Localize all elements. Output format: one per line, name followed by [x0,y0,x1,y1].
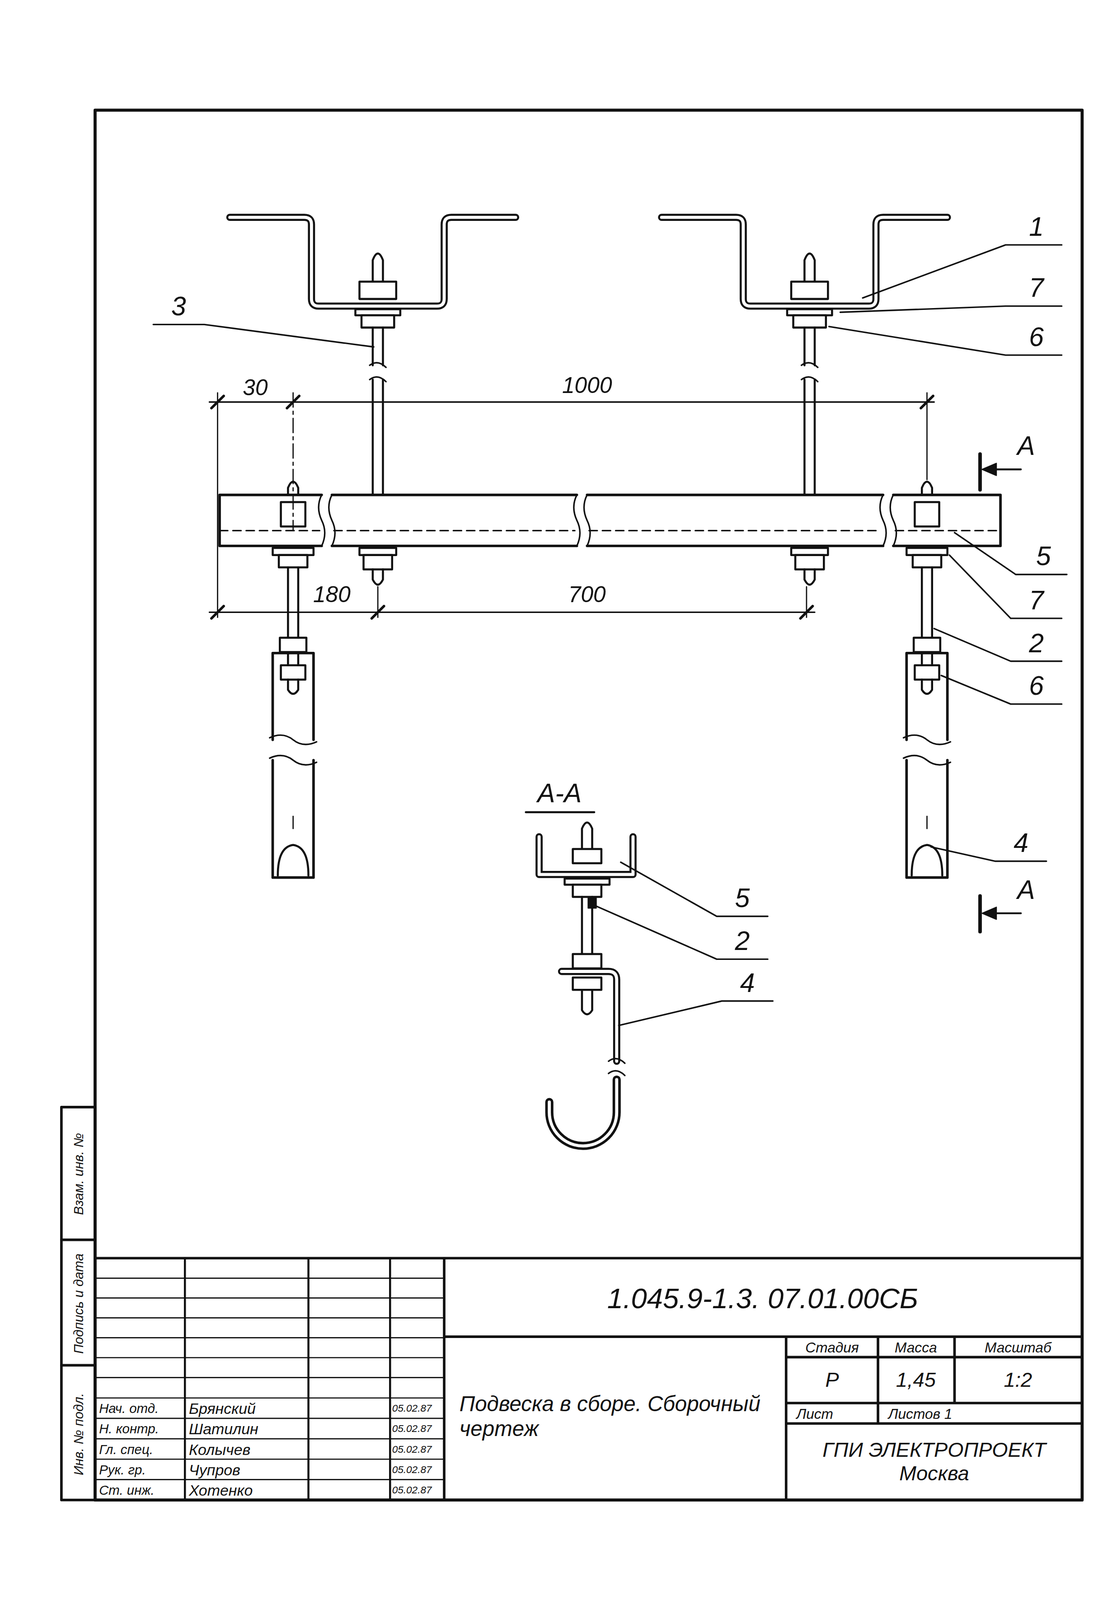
callout-number: 2 [734,926,750,958]
role-name: Нач. отд. [98,1401,159,1417]
callout-number: 7 [1028,585,1044,616]
margin-text: Подпись и дата [70,1253,87,1354]
title-block-text: Лист [796,1405,833,1423]
title-block-text: Р [825,1368,839,1393]
person-name: Чупров [188,1461,241,1479]
title-block-text: Масса [894,1339,938,1356]
title-block-text: 1:2 [1003,1368,1033,1393]
dimension-value: 700 [568,582,606,609]
callout-number: 7 [1028,272,1044,304]
callout-number: 5 [1036,541,1052,573]
role-name: Гл. спец. [98,1442,154,1458]
callout-number: 4 [1013,828,1029,859]
person-name: Брянский [188,1400,256,1418]
callout-number: 1 [1028,211,1044,243]
person-name: Колычев [188,1440,251,1459]
date: 05.02.87 [392,1464,432,1477]
person-name: Шатилин [188,1420,259,1439]
date: 05.02.87 [392,1484,432,1497]
drawing-title: Подвеска в сборе. Сборочный чертеж [459,1392,766,1442]
person-name: Хотенко [188,1482,253,1500]
role-name: Рук. гр. [98,1462,146,1479]
dimension-value: 180 [313,582,351,609]
section-mark: А [1017,431,1035,462]
date: 05.02.87 [392,1444,432,1456]
callout-number: 5 [734,883,750,915]
section-mark: А [1017,875,1035,906]
callout-number: 6 [1028,321,1044,353]
margin-text: Инв. № подл. [70,1393,87,1476]
role-name: Н. контр. [98,1422,159,1438]
margin-text: Взам. инв. № [70,1133,87,1216]
section-title: А-А [537,778,582,809]
callout-number: 6 [1028,671,1044,702]
title-block-text: Листов 1 [888,1405,953,1423]
date: 05.02.87 [392,1423,432,1436]
callout-number: 3 [171,290,187,322]
title-block-text: 1,45 [896,1368,936,1393]
document-code: 1.045.9-1.3. 07.01.00СБ [607,1282,919,1316]
dimension-value: 30 [242,375,268,401]
organization-name: ГПИ ЭЛЕКТРОПРОЕКТ Москва [796,1438,1072,1486]
title-block-text: Стадия [805,1339,859,1356]
title-block-text: Масштаб [984,1339,1052,1356]
callout-number: 4 [740,967,756,999]
date: 05.02.87 [392,1403,432,1415]
dimension-value: 1000 [562,373,613,399]
role-name: Ст. инж. [98,1483,155,1499]
callout-number: 2 [1028,628,1044,659]
